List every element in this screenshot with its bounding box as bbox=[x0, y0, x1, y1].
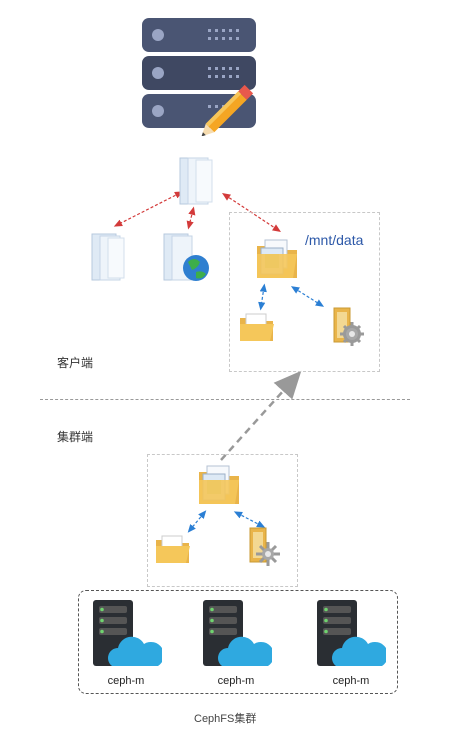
cluster-fs-box bbox=[147, 454, 298, 587]
server-cloud-icon bbox=[317, 600, 386, 666]
client-side-label: 客户端 bbox=[57, 356, 94, 370]
ceph-node-label: ceph-m bbox=[332, 675, 370, 687]
cluster-side-label: 集群端 bbox=[57, 430, 94, 444]
server-cloud-icon bbox=[93, 600, 162, 666]
red-arrow-left bbox=[113, 191, 184, 227]
mount-arrow bbox=[220, 370, 302, 461]
client-cluster-divider bbox=[40, 399, 410, 400]
cluster-title: CephFS集群 bbox=[194, 713, 257, 725]
client-mount-box bbox=[229, 212, 380, 372]
gear-folder-icon bbox=[333, 307, 364, 346]
open-folder-icon bbox=[240, 313, 274, 341]
ceph-node-label: ceph-m bbox=[217, 675, 255, 687]
document-icon bbox=[91, 233, 125, 281]
filesystem-folder-icon bbox=[199, 465, 239, 504]
red-arrow-mid bbox=[186, 206, 196, 230]
server-cloud-icon bbox=[203, 600, 272, 666]
cephfs-cluster-box bbox=[78, 590, 398, 694]
gear-folder-icon bbox=[249, 527, 280, 566]
ceph-node-label: ceph-m bbox=[107, 675, 145, 687]
globe-document-icon bbox=[163, 233, 209, 281]
blue-arrow-cluster-left bbox=[187, 510, 207, 533]
open-folder-icon bbox=[156, 535, 190, 563]
blue-arrow-client-left bbox=[258, 283, 267, 311]
blue-arrow-client-right bbox=[290, 286, 325, 307]
document-icon bbox=[179, 157, 213, 205]
filesystem-folder-icon bbox=[257, 239, 297, 278]
server-stack-with-pencil-icon bbox=[142, 18, 256, 136]
mount-path-label: /mnt/data bbox=[305, 232, 364, 248]
